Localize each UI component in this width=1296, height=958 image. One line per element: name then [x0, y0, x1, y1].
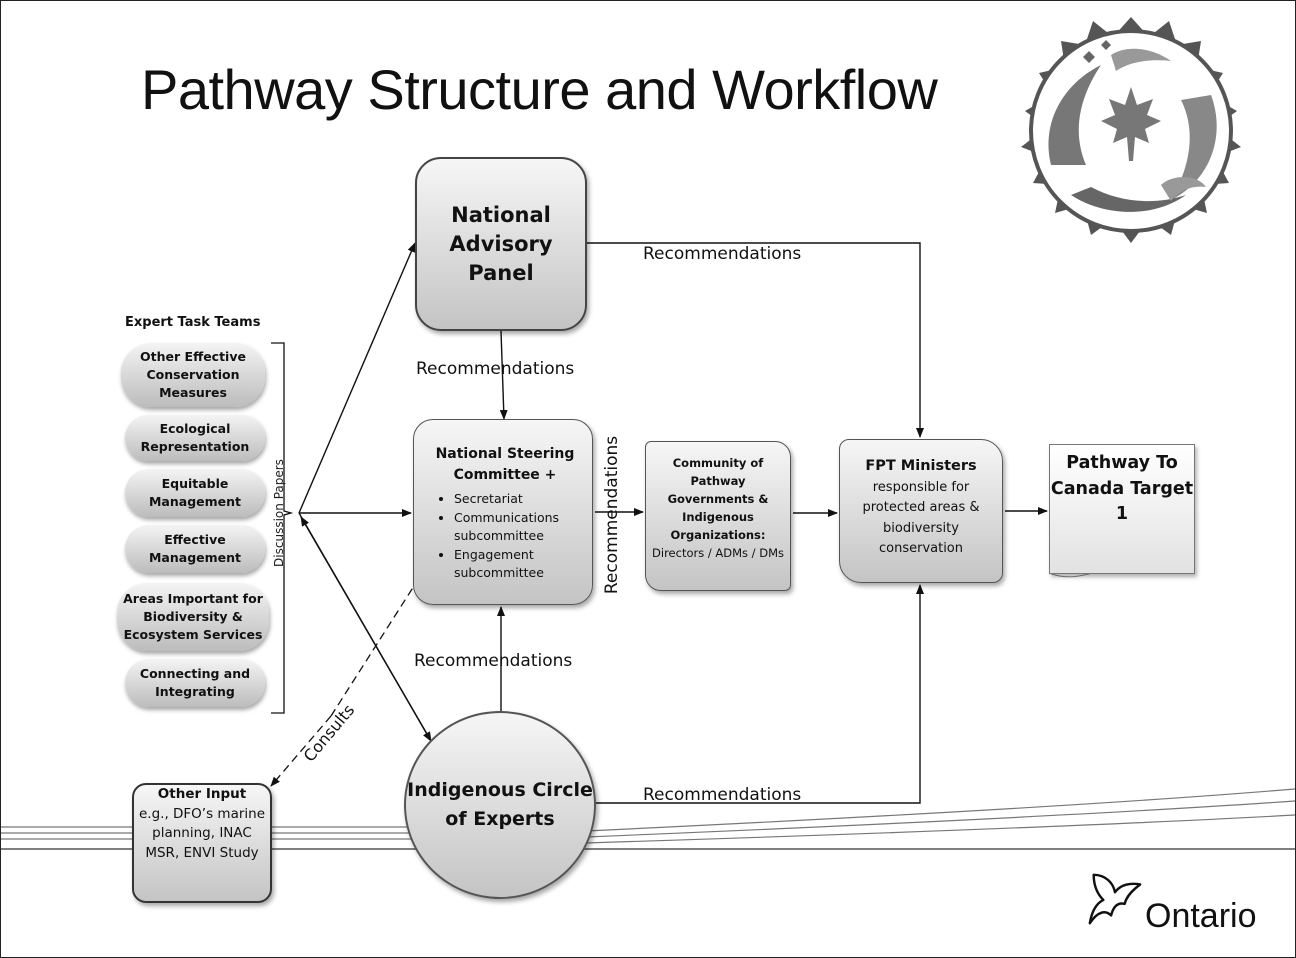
label-ice-to-nsc: Recommendations	[414, 651, 573, 671]
ett-equitable-management: Equitable Management	[125, 469, 265, 517]
national-advisory-panel-label: National Advisory Panel	[449, 202, 553, 285]
label-nsc-to-community: Recommendations	[602, 435, 622, 595]
community-detail: Directors / ADMs / DMs	[652, 546, 784, 560]
other-input-detail: e.g., DFO’s marine planning, INAC MSR, E…	[138, 805, 266, 861]
community-heading: Community of Pathway Governments & Indig…	[667, 456, 769, 542]
indigenous-circle-label: Indigenous Circle of Experts	[407, 779, 593, 830]
nsc-item: Secretariat	[454, 490, 582, 509]
fpt-ministers-box: FPT Ministers responsible for protected …	[839, 439, 1003, 583]
arrow-nap-to-nsc	[499, 330, 508, 420]
expert-task-teams-title: Expert Task Teams	[125, 315, 261, 330]
ett-connecting-and-integrating: Connecting and Integrating	[125, 659, 265, 707]
other-input-box: Other Input e.g., DFO’s marine planning,…	[132, 783, 272, 903]
pathway-emblem-icon	[1021, 17, 1241, 243]
fpt-heading: FPT Ministers	[865, 458, 977, 474]
ett-bracket	[271, 342, 294, 714]
label-nap-to-nsc: Recommendations	[416, 359, 575, 379]
ontario-trillium-icon	[1088, 873, 1142, 925]
label-nap-to-fpt: Recommendations	[643, 244, 802, 264]
nsc-heading: National Steering Committee +	[435, 446, 575, 483]
national-steering-committee-box: National Steering Committee + Secretaria…	[413, 419, 593, 605]
ett-ecological-representation: Ecological Representation	[125, 415, 265, 461]
arrow-ett-to-nap	[298, 242, 416, 514]
other-input-heading: Other Input	[157, 786, 247, 802]
arrow-ice-to-fpt	[596, 584, 924, 804]
ett-effective-management: Effective Management	[125, 525, 265, 573]
indigenous-circle-of-experts: Indigenous Circle of Experts	[404, 711, 596, 899]
nsc-item: Engagement subcommittee	[454, 546, 582, 583]
pathway-target-document: Pathway To Canada Target 1	[1049, 444, 1195, 574]
label-ice-to-fpt: Recommendations	[643, 785, 802, 805]
community-box: Community of Pathway Governments & Indig…	[645, 441, 791, 591]
nsc-item: Communications subcommittee	[454, 509, 582, 546]
arrow-nap-to-fpt	[587, 242, 924, 438]
ontario-wordmark: Ontario	[1145, 897, 1257, 935]
arrow-consults-to-nsc	[330, 574, 422, 717]
national-advisory-panel-box: National Advisory Panel	[415, 157, 587, 331]
fpt-detail: responsible for protected areas & biodiv…	[862, 479, 980, 557]
ett-other-effective-conservation-measures: Other Effective Conservation Measures	[121, 343, 265, 407]
nsc-list: Secretariat Communications subcommittee …	[428, 490, 582, 583]
ett-areas-important-biodiversity: Areas Important for Biodiversity & Ecosy…	[117, 583, 269, 651]
page-title: Pathway Structure and Workflow	[141, 58, 938, 121]
arrow-ice-to-ett	[300, 516, 432, 742]
pathway-target-label: Pathway To Canada Target 1	[1050, 453, 1194, 524]
arrow-consults-to-other	[270, 715, 332, 787]
discussion-papers-label: Discussion Papers	[272, 459, 286, 567]
